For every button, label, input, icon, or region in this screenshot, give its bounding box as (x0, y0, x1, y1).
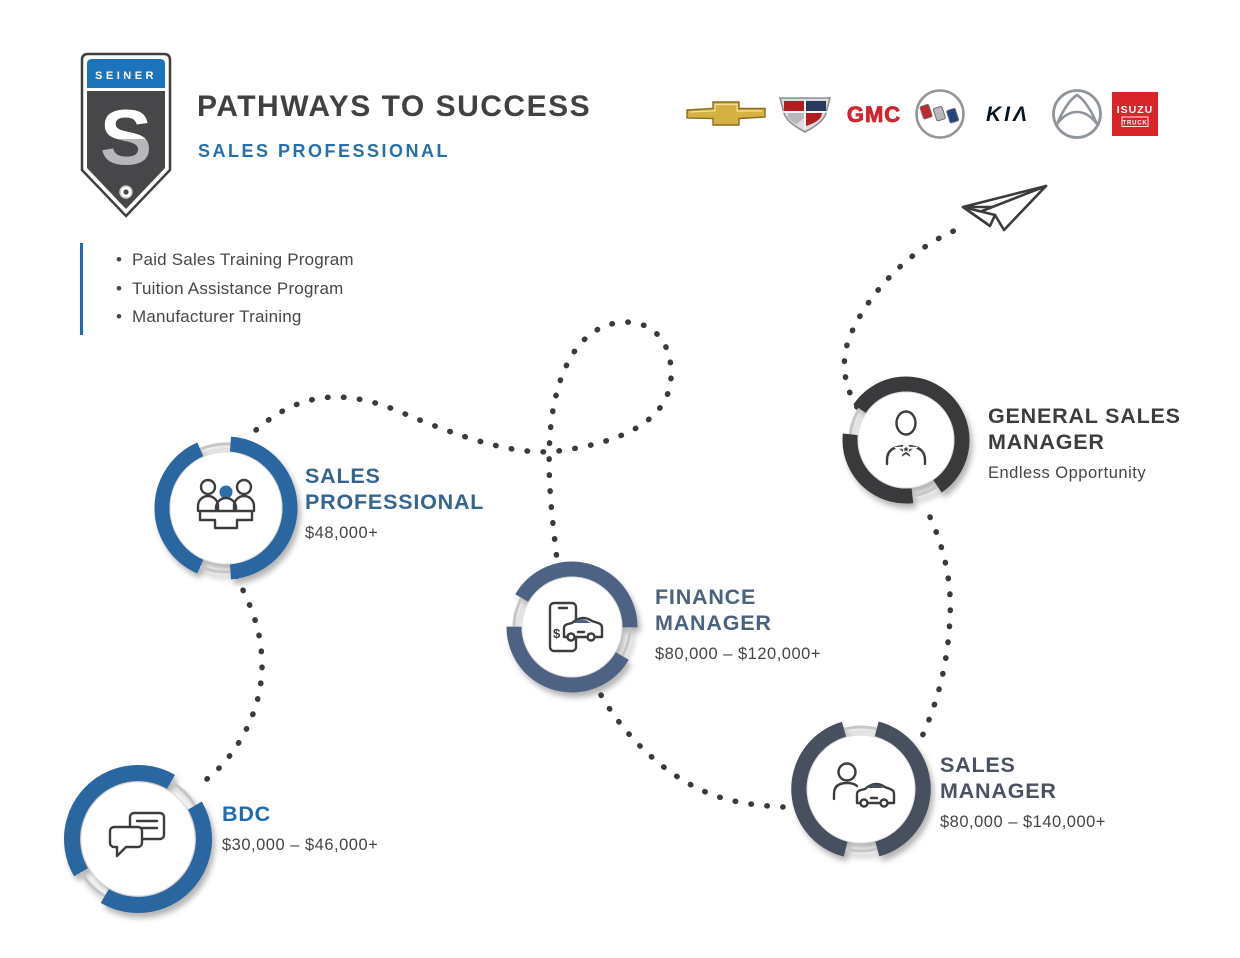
trail-finance-to-sales-manager (598, 692, 786, 810)
shield-bolt (123, 189, 129, 195)
person-star-icon (885, 410, 927, 466)
sales-professional-node-circle (154, 436, 298, 580)
gmc-logo-icon: GMC (843, 100, 905, 128)
node-title: FINANCE MANAGER (655, 585, 772, 635)
general-sales-manager-node-circle (842, 376, 970, 504)
svg-text:KIΛ: KIΛ (986, 103, 1030, 126)
svg-text:TRUCK: TRUCK (1122, 120, 1147, 126)
paper-airplane-icon (961, 184, 1048, 232)
benefit-item: Tuition Assistance Program (116, 275, 354, 304)
sales-manager-node-label: SALES MANAGER $80,000 – $140,000+ (940, 752, 1106, 832)
node-title: GENERAL SALES MANAGER (988, 404, 1181, 454)
benefits-panel: Paid Sales Training Program Tuition Assi… (80, 243, 354, 335)
node-salary: $48,000+ (305, 524, 379, 542)
benefit-item: Manufacturer Training (116, 303, 354, 332)
node-title: SALES PROFESSIONAL (305, 464, 485, 514)
seiner-monogram: S (100, 93, 152, 181)
svg-text:GMC: GMC (846, 102, 900, 127)
general-sales-manager-node-label: GENERAL SALES MANAGER Endless Opportunit… (988, 403, 1181, 483)
seiner-logo: SEINER S (80, 52, 172, 218)
svg-text:$: $ (553, 626, 561, 641)
phone-car-finance-icon: $ (548, 601, 604, 653)
sales-team-icon (196, 478, 256, 530)
buick-logo-icon (913, 87, 967, 141)
sales-manager-node-circle (791, 719, 931, 859)
page-subtitle: SALES PROFESSIONAL (198, 141, 451, 161)
bdc-node-circle (64, 765, 212, 913)
seiner-wordmark: SEINER (95, 70, 157, 82)
finance-manager-node-label: FINANCE MANAGER $80,000 – $120,000+ (655, 584, 821, 664)
svg-text:ISUZU: ISUZU (1117, 104, 1154, 116)
page-title: PATHWAYS TO SUCCESS (197, 90, 592, 123)
mazda-logo-icon (1050, 87, 1104, 141)
sales-professional-node-label: SALES PROFESSIONAL $48,000+ (305, 463, 484, 543)
trail-bdc-to-sales-professional (204, 559, 265, 782)
isuzu-logo-icon: ISUZU TRUCK (1111, 92, 1158, 136)
person-car-icon (832, 762, 896, 808)
node-salary: $80,000 – $140,000+ (940, 813, 1106, 831)
node-title: SALES MANAGER (940, 753, 1057, 803)
shield-band (87, 59, 165, 88)
brand-logo-row: GMC KIΛ (684, 84, 1158, 144)
trail-gsm-to-airplane (841, 227, 959, 410)
finance-manager-node-circle: $ (506, 561, 638, 693)
cadillac-logo-icon (776, 93, 834, 135)
node-title: BDC (222, 802, 271, 826)
node-salary: $80,000 – $120,000+ (655, 645, 821, 663)
chevrolet-logo-icon (684, 99, 768, 129)
bdc-node-label: BDC $30,000 – $46,000+ (222, 801, 378, 855)
trail-sales-manager-to-gsm (917, 514, 954, 744)
node-salary: $30,000 – $46,000+ (222, 836, 379, 854)
kia-logo-icon: KIΛ (975, 102, 1041, 126)
node-salary: Endless Opportunity (988, 464, 1147, 482)
chat-bubbles-icon (108, 811, 166, 858)
benefit-item: Paid Sales Training Program (116, 246, 354, 275)
